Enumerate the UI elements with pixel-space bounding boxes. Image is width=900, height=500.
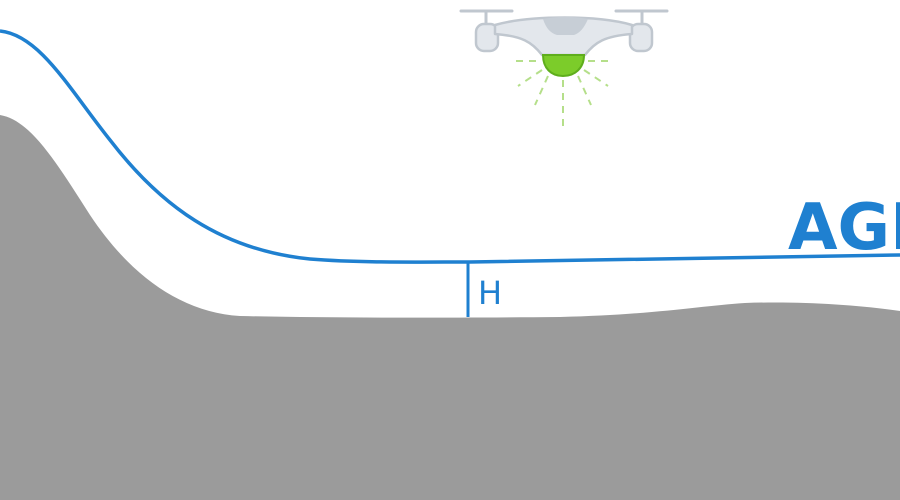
flight-path-line xyxy=(0,29,900,264)
sensor-beam-icon xyxy=(516,54,612,132)
drone-icon xyxy=(459,9,669,57)
height-label: H xyxy=(478,274,502,312)
agl-label: AGL xyxy=(788,191,900,265)
terrain xyxy=(0,115,900,500)
